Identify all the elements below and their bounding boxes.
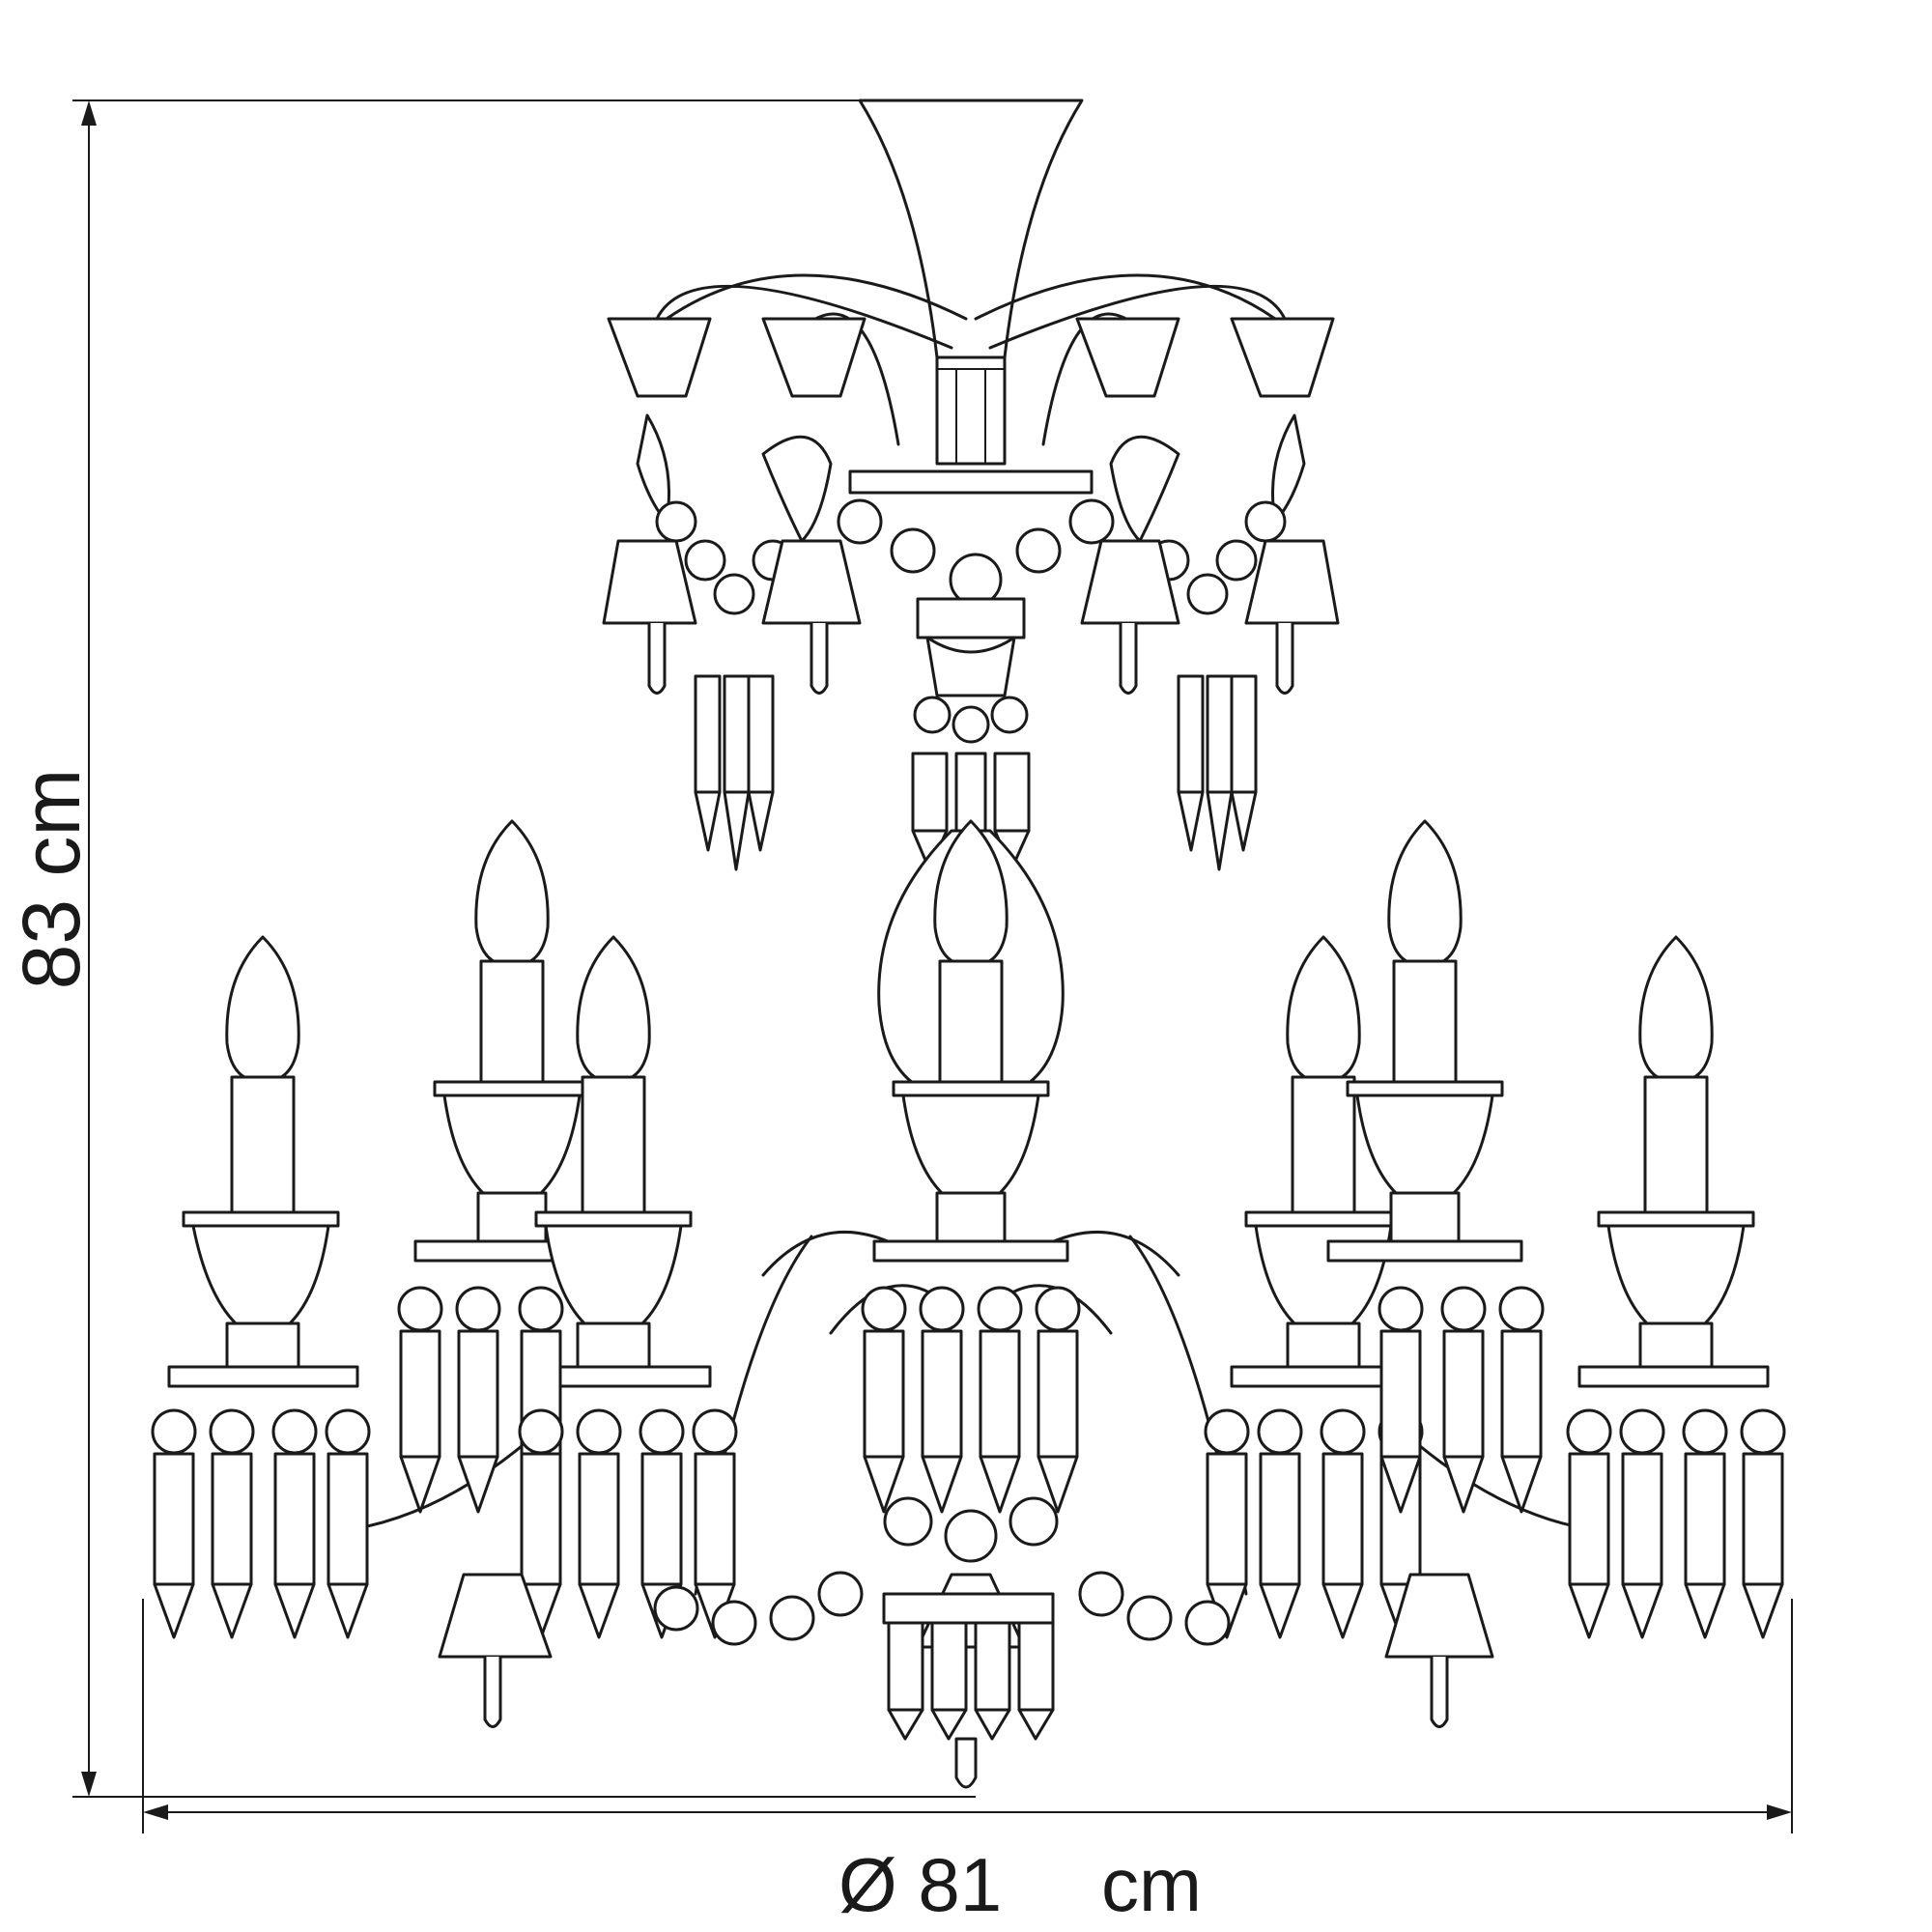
diameter-arrow-left: [143, 1804, 168, 1820]
ceiling-canopy: [858, 99, 1084, 466]
upper-hanging-pendant-left: [694, 674, 775, 871]
crystal-cluster-center: [861, 1286, 1081, 1514]
candle-left-back: [413, 819, 611, 1263]
crystal-cluster-right-back: [1378, 1286, 1545, 1514]
crystal-cluster-right-outer: [1566, 1408, 1786, 1639]
bottom-finial: [882, 1573, 1055, 1789]
candle-left-outer: [167, 935, 359, 1388]
upper-shade: [761, 317, 867, 398]
leaf-pendant: [1109, 435, 1180, 543]
candle-left-front: [520, 935, 712, 1388]
upper-bell-shade: [1244, 539, 1340, 695]
upper-shade: [607, 317, 712, 398]
diameter-arrow-right: [1767, 1804, 1792, 1820]
candle-right-back: [1326, 819, 1523, 1263]
upper-shade: [1230, 317, 1335, 398]
candle-center: [872, 819, 1069, 1263]
height-dimension: 83 cm: [6, 99, 1082, 1798]
candle-right-front: [1230, 935, 1422, 1388]
lower-bell-shade-left: [438, 1573, 553, 1728]
upper-hanging-pendant-center: [911, 597, 1031, 871]
lower-crystal-swag: [653, 1496, 1231, 1646]
crystal-cluster-left-front: [518, 1408, 738, 1639]
leaf-pendant: [761, 435, 833, 543]
height-arrow-top: [81, 100, 97, 126]
diameter-label: Ø 81: [838, 1842, 1002, 1927]
upper-hub-plate: [848, 469, 1094, 495]
crystal-cluster-left-outer: [151, 1408, 371, 1639]
upper-arms: [655, 273, 1287, 446]
upper-shade: [1075, 317, 1180, 398]
upper-bell-shade: [761, 539, 862, 695]
upper-hanging-pendant-right: [1177, 674, 1258, 871]
diameter-dimension: Ø 81 cm: [142, 1599, 1793, 1927]
height-arrow-bottom: [81, 1772, 97, 1797]
height-label: 83 cm: [6, 769, 97, 990]
upper-bell-shade: [602, 539, 697, 695]
upper-crystal-swag: [655, 498, 1287, 615]
diameter-unit-label: cm: [1101, 1842, 1202, 1927]
candle-right-outer: [1577, 935, 1770, 1388]
upper-bell-shade: [1080, 539, 1180, 695]
lower-bell-shade-right: [1384, 1573, 1494, 1728]
